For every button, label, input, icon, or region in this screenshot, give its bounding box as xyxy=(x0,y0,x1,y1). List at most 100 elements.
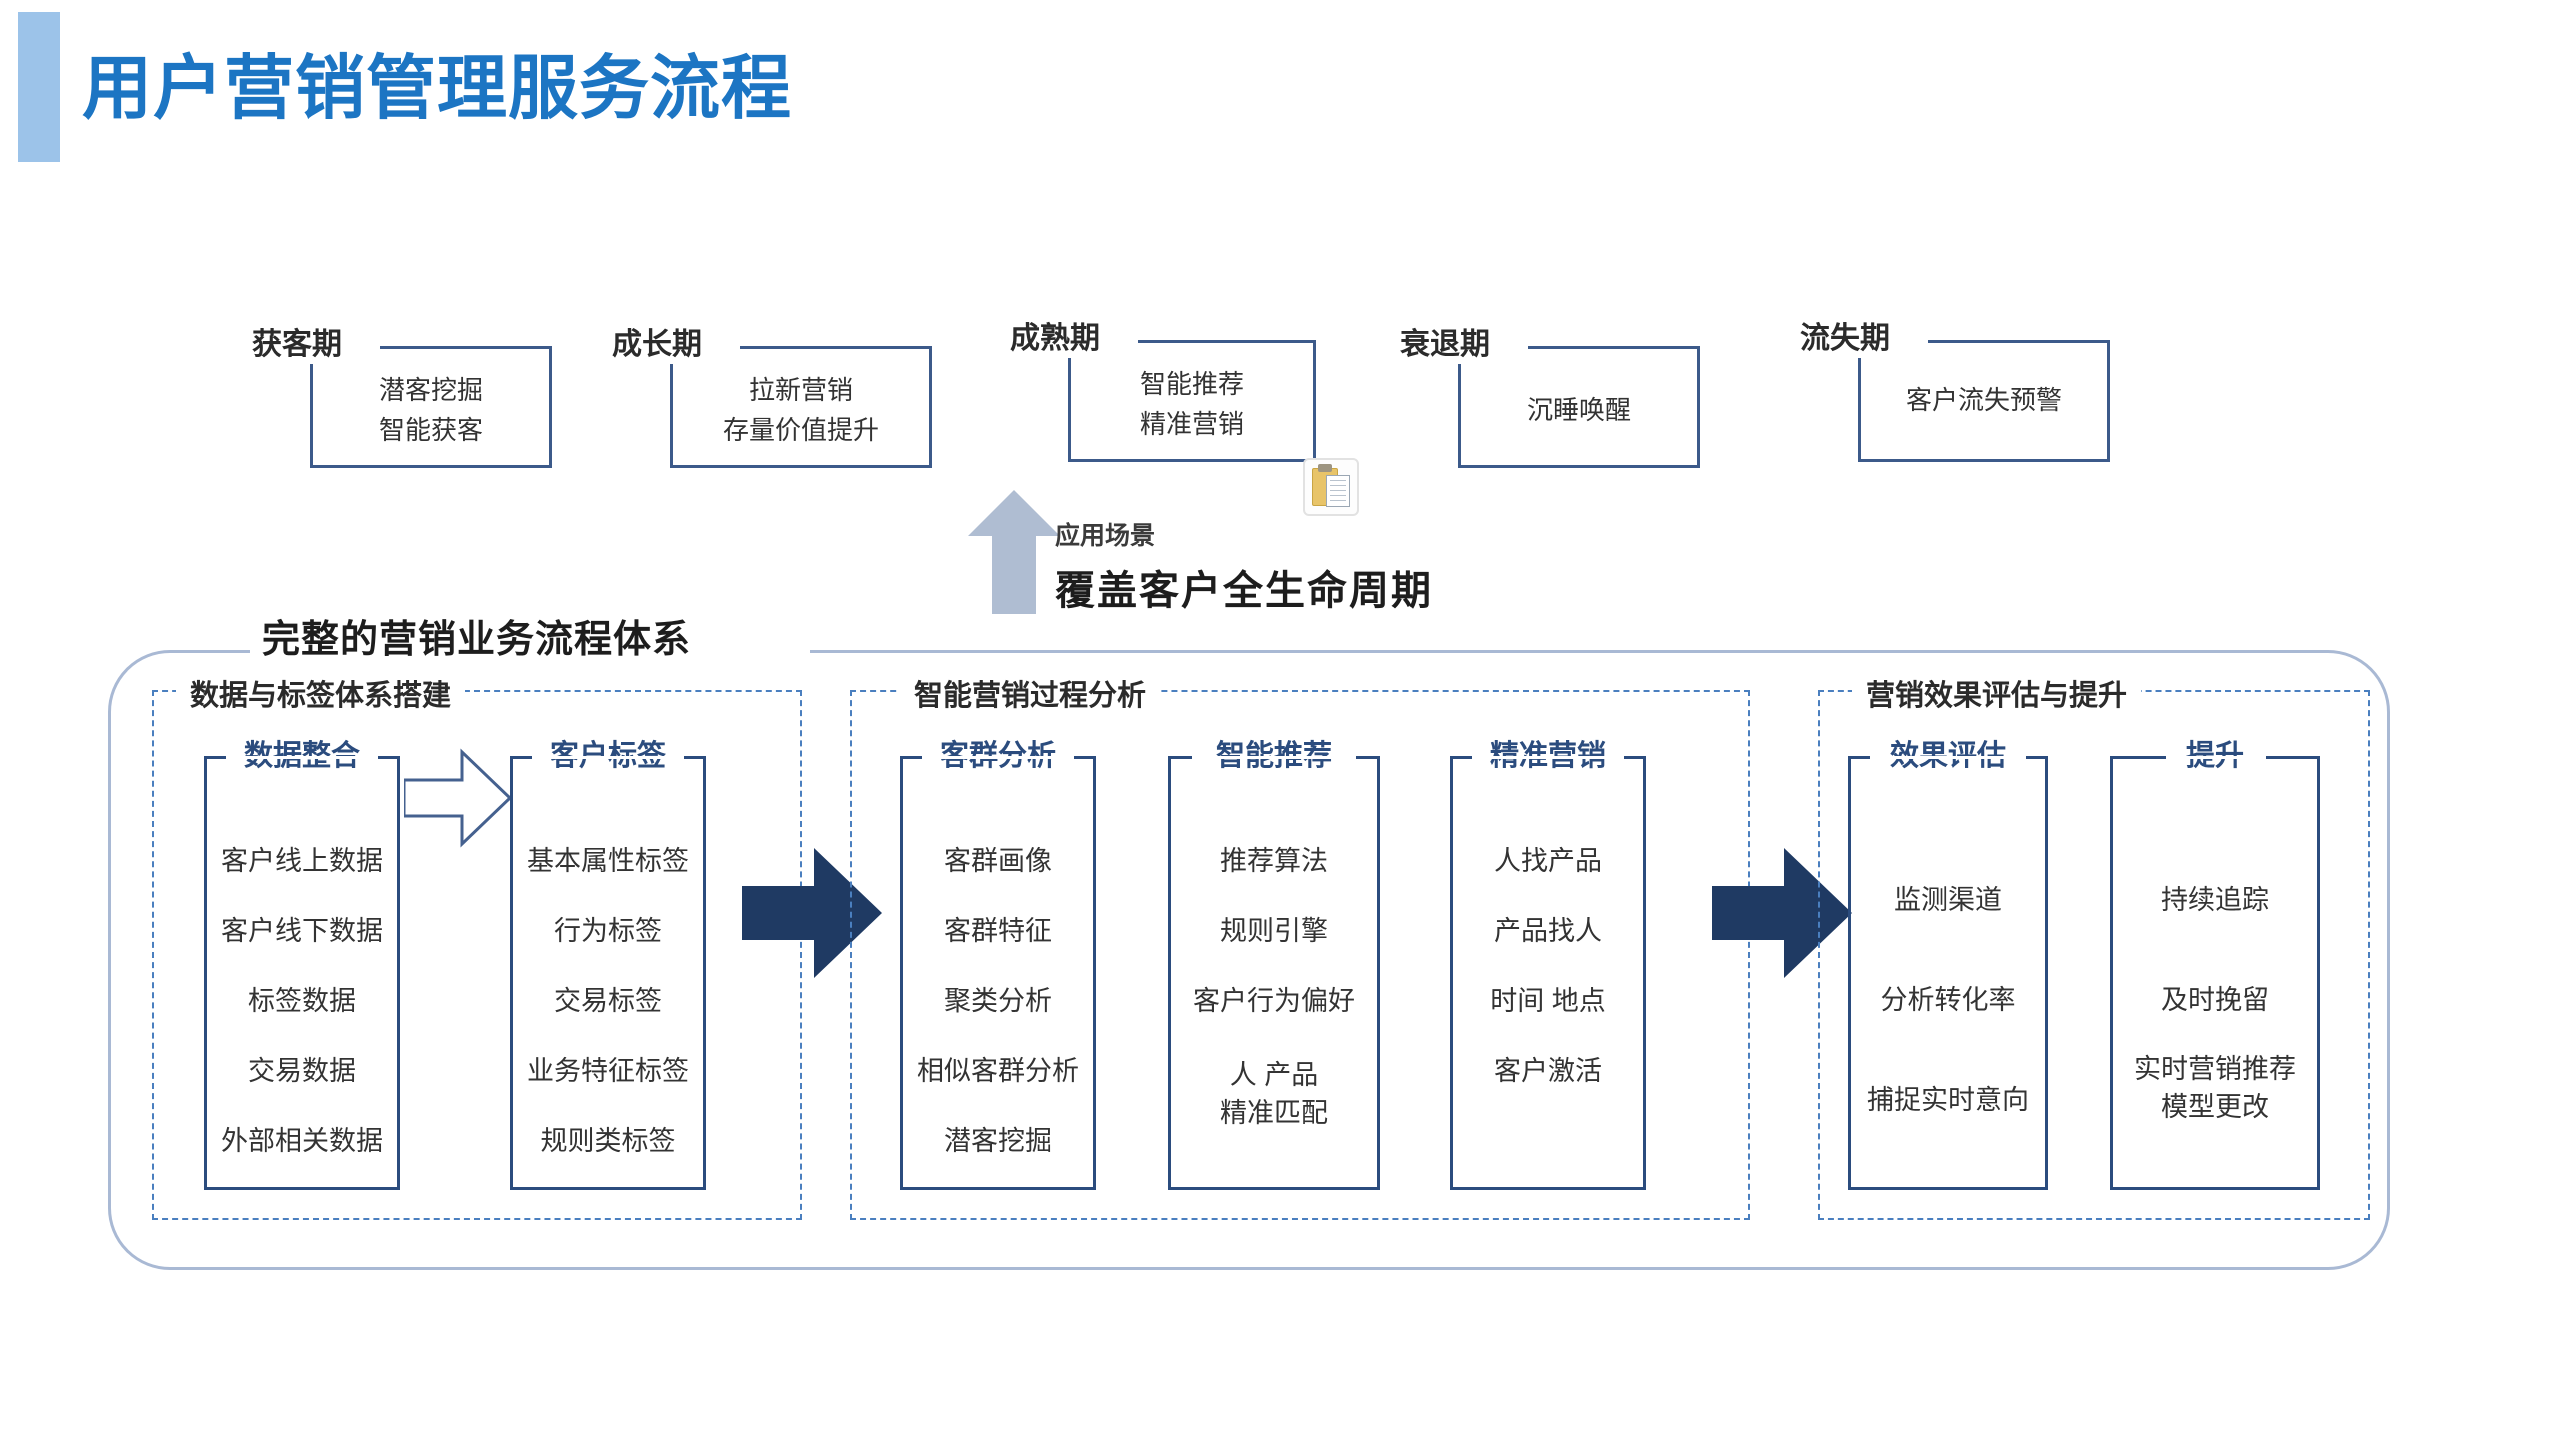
column-item: 分析转化率 xyxy=(1880,985,2016,1015)
section-0-title: 数据与标签体系搭建 xyxy=(176,672,466,714)
clipboard-document xyxy=(1326,475,1350,507)
section-2-title: 营销效果评估与提升 xyxy=(1852,672,2142,714)
column-items: 客户线上数据 客户线下数据 标签数据 交易数据 外部相关数据 xyxy=(204,826,400,1176)
lifecycle-stage-label: 成熟期 xyxy=(1010,322,1100,355)
column-item: 精准匹配 xyxy=(1220,1098,1328,1128)
stage-items: 客户流失预警 xyxy=(1858,380,2110,420)
lifecycle-stage-label: 获客期 xyxy=(252,328,342,361)
hollow-right-arrow-icon xyxy=(402,748,513,853)
column-customer-tags: 客户标签 基本属性标签 行为标签 交易标签 业务特征标签 规则类标签 xyxy=(510,740,706,1190)
column-item: 及时挽留 xyxy=(2161,985,2269,1015)
column-item: 标签数据 xyxy=(248,986,356,1016)
stage-frame xyxy=(1458,364,1700,468)
column-items: 客群画像 客群特征 聚类分析 相似客群分析 潜客挖掘 xyxy=(900,826,1096,1176)
column-items: 持续追踪 及时挽留 实时营销推荐 模型更改 xyxy=(2110,850,2320,1126)
stage-item: 沉睡唤醒 xyxy=(1526,395,1631,425)
column-items: 人找产品 产品找人 时间 地点 客户激活 xyxy=(1450,826,1646,1106)
column-notch-left xyxy=(922,756,1074,759)
column-item: 客户激活 xyxy=(1494,1056,1602,1086)
column-item: 实时营销推荐 xyxy=(2134,1054,2296,1084)
column-improvement: 提升 持续追踪 及时挽留 实时营销推荐 模型更改 xyxy=(2110,740,2320,1190)
stage-right-border xyxy=(1313,340,1316,364)
lifecycle-stage-1: 成长期 拉新营销 存量价值提升 xyxy=(612,328,932,468)
column-notch-left xyxy=(1192,756,1356,759)
stage-frame xyxy=(670,364,932,468)
clipboard-icon xyxy=(1303,458,1359,516)
column-notch-left xyxy=(1472,756,1624,759)
solid-right-arrow-icon-1 xyxy=(742,848,882,978)
column-item: 客户线上数据 xyxy=(221,846,383,876)
stage-items: 沉睡唤醒 xyxy=(1458,390,1700,430)
stage-item: 客户流失预警 xyxy=(1905,385,2062,415)
lifecycle-stage-3: 衰退期 沉睡唤醒 xyxy=(1400,328,1700,468)
lifecycle-stage-0: 获客期 潜客挖掘 智能获客 xyxy=(252,328,552,468)
column-data-integration: 数据整合 客户线上数据 客户线下数据 标签数据 交易数据 外部相关数据 xyxy=(204,740,400,1190)
stage-right-border xyxy=(2107,340,2110,364)
column-item: 推荐算法 xyxy=(1220,846,1328,876)
column-item: 外部相关数据 xyxy=(221,1126,383,1156)
column-item: 客群画像 xyxy=(944,846,1052,876)
title-accent-bar xyxy=(18,12,60,162)
column-item: 客户行为偏好 xyxy=(1193,986,1355,1016)
stage-frame xyxy=(1068,358,1316,462)
column-item: 相似客群分析 xyxy=(917,1056,1079,1086)
stage-right-border xyxy=(549,346,552,370)
up-arrow-icon xyxy=(968,490,1060,619)
clipboard-clip xyxy=(1318,464,1332,472)
column-item: 规则引擎 xyxy=(1220,916,1328,946)
framework-title: 完整的营销业务流程体系 xyxy=(262,619,692,661)
stage-right-border xyxy=(929,346,932,370)
stage-top-border xyxy=(1928,340,2110,343)
column-item: 业务特征标签 xyxy=(527,1056,689,1086)
stage-frame xyxy=(310,364,552,468)
column-item: 行为标签 xyxy=(554,916,662,946)
page-title: 用户营销管理服务流程 xyxy=(82,47,792,129)
column-item: 客户线下数据 xyxy=(221,916,383,946)
column-item: 模型更改 xyxy=(2161,1092,2269,1122)
column-item: 潜客挖掘 xyxy=(944,1126,1052,1156)
scene-small-label: 应用场景 xyxy=(1055,522,1156,550)
column-precision-marketing: 精准营销 人找产品 产品找人 时间 地点 客户激活 xyxy=(1450,740,1646,1190)
stage-top-border xyxy=(1138,340,1316,343)
column-notch-left xyxy=(1870,756,2026,759)
stage-frame xyxy=(1858,358,2110,462)
section-1-title: 智能营销过程分析 xyxy=(900,672,1161,714)
stage-item: 拉新营销 xyxy=(748,375,853,405)
stage-right-border xyxy=(1697,346,1700,370)
lifecycle-stage-label: 流失期 xyxy=(1800,322,1890,355)
column-item: 捕捉实时意向 xyxy=(1867,1085,2029,1115)
stage-top-border xyxy=(1528,346,1700,349)
column-item: 持续追踪 xyxy=(2161,885,2269,915)
column-item: 规则类标签 xyxy=(540,1126,676,1156)
column-item: 监测渠道 xyxy=(1894,885,2002,915)
section-0 xyxy=(152,690,802,1220)
column-notch-left xyxy=(226,756,378,759)
stage-item: 智能获客 xyxy=(378,415,483,445)
column-effect-evaluation: 效果评估 监测渠道 分析转化率 捕捉实时意向 xyxy=(1848,740,2048,1190)
column-item: 人 产品 xyxy=(1229,1060,1319,1090)
stage-items: 智能推荐 精准营销 xyxy=(1068,364,1316,444)
stage-top-border xyxy=(380,346,552,349)
column-smart-recommendation: 智能推荐 推荐算法 规则引擎 客户行为偏好 人 产品 精准匹配 xyxy=(1168,740,1380,1190)
stage-items: 拉新营销 存量价值提升 xyxy=(670,370,932,450)
stage-item: 智能推荐 xyxy=(1139,369,1244,399)
column-item: 人找产品 xyxy=(1494,846,1602,876)
column-item: 交易数据 xyxy=(248,1056,356,1086)
column-item: 交易标签 xyxy=(554,986,662,1016)
column-items: 推荐算法 规则引擎 客户行为偏好 人 产品 精准匹配 xyxy=(1168,826,1380,1132)
column-item: 客群特征 xyxy=(944,916,1052,946)
stage-item: 精准营销 xyxy=(1139,409,1244,439)
lifecycle-stage-2: 成熟期 智能推荐 精准营销 xyxy=(1010,322,1316,462)
solid-right-arrow-icon-2 xyxy=(1712,848,1852,978)
stage-item: 潜客挖掘 xyxy=(378,375,483,405)
stage-items: 潜客挖掘 智能获客 xyxy=(310,370,552,450)
scene-big-label: 覆盖客户全生命周期 xyxy=(1055,569,1433,613)
stage-top-border xyxy=(740,346,932,349)
framework-title-mask xyxy=(250,636,810,670)
column-item: 聚类分析 xyxy=(944,986,1052,1016)
column-notch-left xyxy=(2166,756,2266,759)
lifecycle-stage-label: 衰退期 xyxy=(1400,328,1490,361)
column-item: 产品找人 xyxy=(1494,916,1602,946)
lifecycle-stage-4: 流失期 客户流失预警 xyxy=(1800,322,2110,462)
